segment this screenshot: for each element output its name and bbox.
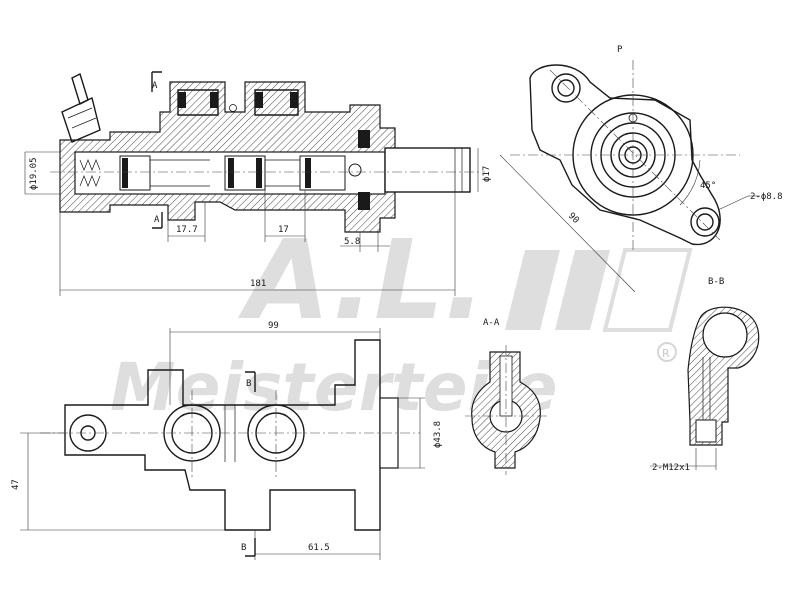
section-aa-label: A-A	[483, 318, 500, 328]
dim-angle-45: 45°	[700, 181, 716, 191]
piston-rear	[299, 130, 370, 210]
watermark-registered-mark	[657, 342, 677, 362]
watermark: A.L. Meisterteile R	[110, 216, 693, 426]
dim-99: 99	[268, 321, 279, 331]
piston-primary	[119, 155, 210, 191]
watermark-registered-letter: R	[662, 347, 670, 360]
dim-61-5: 61.5	[308, 543, 330, 553]
view-p-label: P	[617, 45, 623, 55]
dim-thread-m12: 2-M12x1	[652, 463, 690, 473]
dim-17-7: 17.7	[176, 225, 198, 235]
top-view	[40, 339, 420, 531]
piston-secondary	[224, 155, 300, 191]
section-bb-label: B-B	[708, 277, 724, 287]
watermark-initials: A.L.	[237, 216, 486, 344]
dim-outlet-diameter: ϕ17	[482, 166, 492, 182]
cut-label-b-top: B	[246, 379, 251, 389]
dimensions-main-section: ϕ19.05 ϕ17 17.7 17 5.8 181 A A	[24, 71, 492, 296]
dim-holes-2-dia-8-8: 2-ϕ8.8	[750, 192, 783, 202]
cut-label-b-bottom: B	[241, 543, 246, 553]
dim-47: 47	[11, 479, 21, 490]
dim-181: 181	[250, 279, 266, 289]
dim-pcd-90: 90	[566, 211, 581, 226]
section-bb: B-B 2-M12x1	[650, 277, 760, 473]
dim-bore-diameter: ϕ19.05	[29, 157, 39, 190]
dim-flange-diameter: ϕ43.8	[433, 421, 443, 448]
cut-label-a-bottom: A	[154, 215, 160, 225]
dim-5-8: 5.8	[344, 237, 360, 247]
dim-17: 17	[278, 225, 289, 235]
dimensions-top-view: 99 ϕ43.8 47 61.5 B B	[11, 321, 443, 560]
section-view-main	[50, 73, 485, 233]
cut-label-a-top: A	[152, 81, 158, 91]
section-aa: A-A	[465, 318, 548, 475]
watermark-logo-bars	[505, 248, 693, 332]
